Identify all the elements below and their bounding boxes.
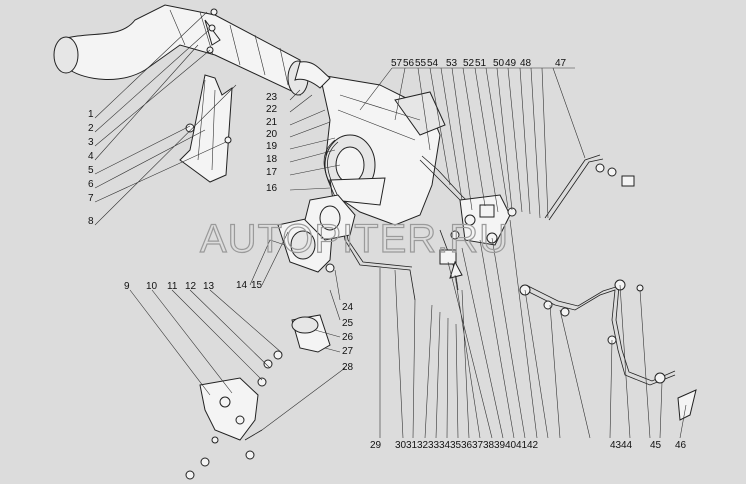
callout-14: 14 (236, 280, 248, 291)
watermark-text: AUTOPITER.RU (200, 217, 509, 261)
callout-17: 17 (266, 167, 278, 178)
exhaust-pipe (53, 4, 309, 96)
callout-12: 12 (185, 281, 197, 292)
callout-4: 4 (88, 151, 94, 162)
callouts-mid: 14 15 24 25 26 27 28 (236, 280, 354, 373)
leader-lines (94, 11, 687, 439)
callout-35: 35 (450, 440, 462, 451)
elbow-fitting (291, 314, 331, 353)
callouts-mid-left: 23 22 21 20 19 18 17 16 (266, 92, 278, 194)
callout-33: 33 (428, 440, 440, 451)
callout-32: 32 (417, 440, 429, 451)
callout-42: 42 (527, 440, 539, 451)
callout-44: 44 (621, 440, 633, 451)
callout-27: 27 (342, 346, 354, 357)
coolant-hose-assembly (519, 279, 697, 421)
callout-54: 54 (427, 58, 439, 69)
callout-23: 23 (266, 92, 278, 103)
callout-2: 2 (88, 123, 94, 134)
callouts-top: 57 56 55 54 53 52 51 50 49 48 47 (391, 58, 567, 69)
callout-55: 55 (415, 58, 427, 69)
callout-38: 38 (483, 440, 495, 451)
callout-39: 39 (494, 440, 506, 451)
callout-57: 57 (391, 58, 403, 69)
callout-29: 29 (370, 440, 382, 451)
callout-25: 25 (342, 318, 354, 329)
callout-37: 37 (472, 440, 484, 451)
callout-10: 10 (146, 281, 158, 292)
callout-52: 52 (463, 58, 475, 69)
callout-1: 1 (88, 109, 94, 120)
callout-3: 3 (88, 137, 94, 148)
callout-51: 51 (475, 58, 487, 69)
callout-22: 22 (266, 104, 278, 115)
turbocharger-assembly (294, 61, 446, 226)
callout-28: 28 (342, 362, 354, 373)
callout-9: 9 (124, 281, 130, 292)
flange-gasket (277, 194, 356, 273)
callout-43: 43 (610, 440, 622, 451)
callout-45: 45 (650, 440, 662, 451)
callout-7: 7 (88, 193, 94, 204)
callout-6: 6 (88, 179, 94, 190)
callout-46: 46 (675, 440, 687, 451)
mounting-bracket (179, 74, 233, 183)
callout-36: 36 (461, 440, 473, 451)
callouts-bottom-left: 9 10 11 12 13 (124, 281, 215, 292)
callout-31: 31 (406, 440, 418, 451)
callout-56: 56 (403, 58, 415, 69)
callout-26: 26 (342, 332, 354, 343)
callout-15: 15 (251, 280, 263, 291)
callout-40: 40 (505, 440, 517, 451)
callouts-bottom: 29 30 31 32 33 34 35 36 37 38 39 40 41 4… (370, 440, 687, 451)
callout-48: 48 (520, 58, 532, 69)
callout-11: 11 (167, 281, 178, 292)
lower-bracket (185, 350, 283, 480)
callout-30: 30 (395, 440, 407, 451)
callout-16: 16 (266, 183, 278, 194)
oil-return-pipe (544, 154, 635, 221)
callout-47: 47 (555, 58, 567, 69)
callout-13: 13 (203, 281, 215, 292)
callout-20: 20 (266, 129, 278, 140)
callout-34: 34 (439, 440, 451, 451)
callout-50: 50 (493, 58, 505, 69)
callout-8: 8 (88, 216, 94, 227)
callout-24: 24 (342, 302, 354, 313)
callout-41: 41 (516, 440, 528, 451)
callouts-left: 1 2 3 4 5 6 7 8 (88, 109, 94, 227)
callout-5: 5 (88, 165, 94, 176)
callout-49: 49 (505, 58, 517, 69)
callout-21: 21 (266, 117, 278, 128)
callout-53: 53 (446, 58, 458, 69)
callout-18: 18 (266, 154, 278, 165)
callout-19: 19 (266, 141, 278, 152)
